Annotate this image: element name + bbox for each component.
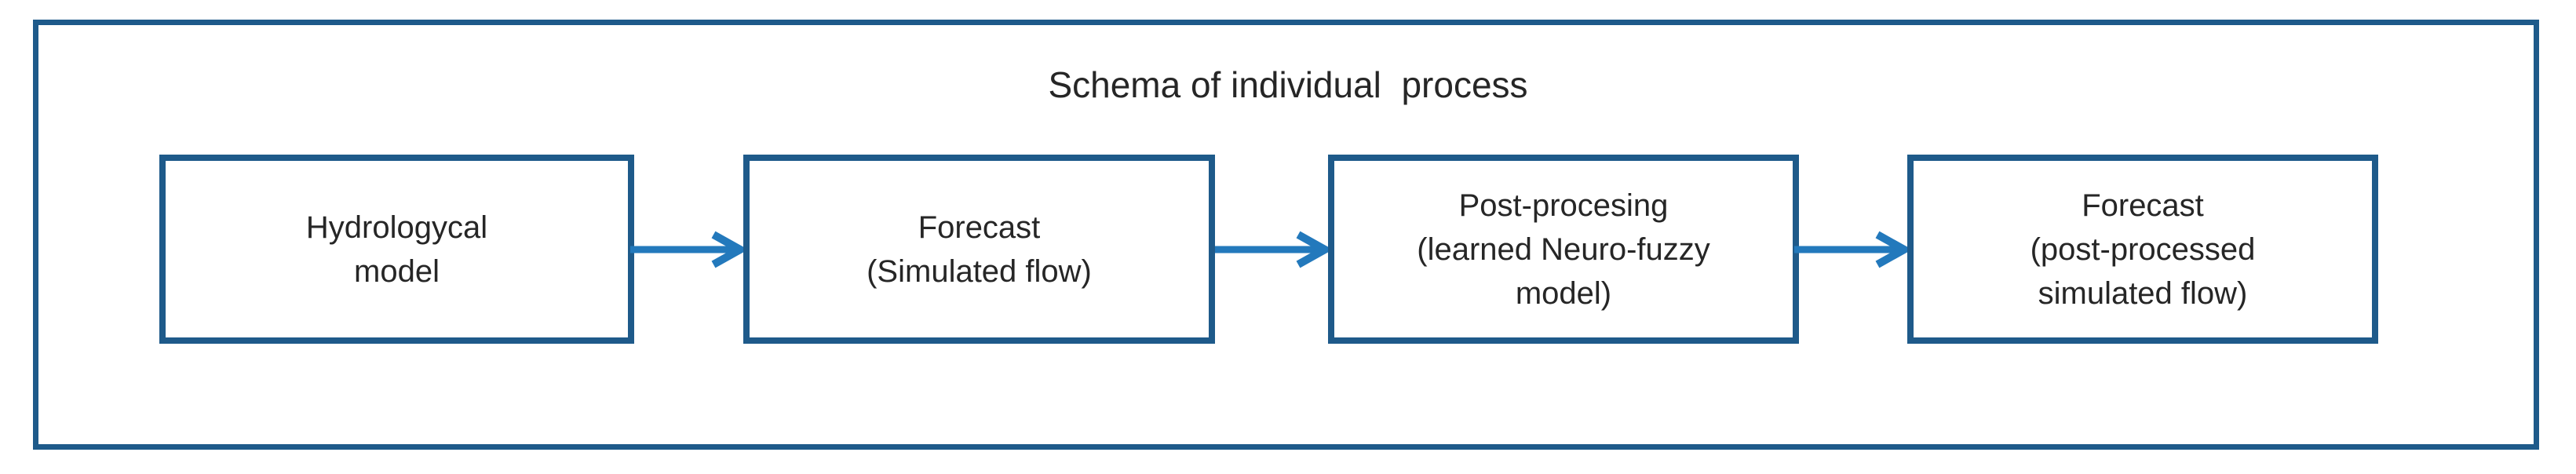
box-label-line: Hydrologycal — [305, 210, 488, 245]
box-post-processing: Post-procesing (learned Neuro-fuzzy mode… — [1328, 155, 1799, 344]
flow-arrow-icon — [1794, 231, 1907, 268]
flow-arrow-icon — [1215, 231, 1328, 268]
box-label-line: (post-processed — [2030, 232, 2256, 267]
box-label-line: (Simulated flow) — [867, 253, 1092, 289]
box-label-line: Post-procesing — [1458, 188, 1669, 223]
box-label-line: Forecast — [918, 210, 1041, 245]
box-hydrological-model: Hydrologycal model — [159, 155, 634, 344]
box-label-line: model — [354, 253, 440, 289]
box-label-line: Forecast — [2082, 188, 2204, 223]
box-forecast-simulated: Forecast (Simulated flow) — [743, 155, 1215, 344]
box-label-line: simulated flow) — [2038, 275, 2248, 311]
flow-arrow-icon — [630, 231, 743, 268]
box-label-line: (learned Neuro-fuzzy — [1417, 232, 1710, 267]
box-forecast-post-processed: Forecast (post-processed simulated flow) — [1907, 155, 2378, 344]
box-label-line: model) — [1515, 275, 1612, 311]
diagram-title: Schema of individual process — [1048, 64, 1528, 105]
